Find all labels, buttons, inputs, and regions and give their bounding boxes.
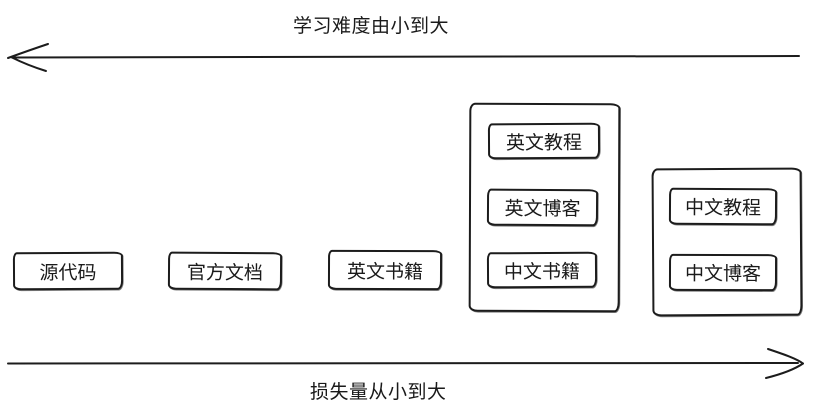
node-chinese-tutorials: 中文教程	[668, 187, 778, 226]
arrow-head-upper	[767, 348, 804, 365]
node-chinese-books: 中文书籍	[486, 251, 598, 289]
bottom-axis-label: 损失量从小到大	[310, 382, 447, 403]
arrow-head-upper	[7, 43, 49, 59]
top-axis-label: 学习难度由小到大	[293, 16, 450, 37]
node-english-books: 英文书籍	[327, 249, 443, 291]
arrow-line	[7, 362, 799, 365]
loss-axis-arrow-right	[7, 348, 804, 379]
node-source-code: 源代码	[12, 251, 124, 291]
node-english-blogs: 英文博客	[486, 188, 599, 227]
node-english-tutorials: 英文教程	[487, 122, 601, 160]
arrow-line	[11, 55, 800, 59]
arrow-head-lower	[11, 56, 47, 72]
difficulty-axis-arrow-left	[7, 43, 800, 72]
node-chinese-blogs: 中文博客	[668, 253, 778, 292]
arrow-head-lower	[765, 362, 804, 379]
node-official-docs: 官方文档	[167, 251, 283, 291]
